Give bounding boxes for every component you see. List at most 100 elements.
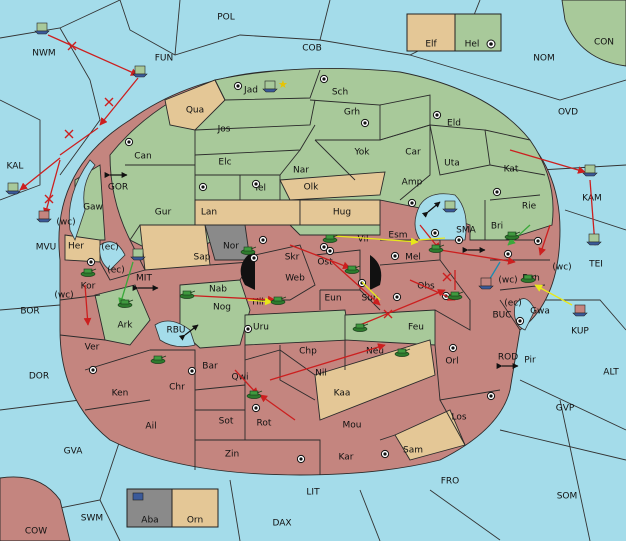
coast-label: (ec) [107,266,125,276]
coast-label: (wc) [552,263,571,273]
province-label-qua: Qua [186,106,204,116]
province-label-los: Los [451,413,466,423]
units [5,22,602,399]
province-label-neu: Neu [366,347,384,357]
army-unit-icon [117,299,134,308]
fleet-unit-icon [36,210,52,223]
army-unit-icon [240,246,257,255]
sea-label-fro: FRO [441,477,460,487]
army-unit-icon [504,231,521,240]
province-label-mel: Mel [405,253,421,263]
sea-label-rod: ROD [498,353,518,363]
order-arrow-red [47,34,139,76]
province-label-bri: Bri [491,222,503,232]
sea-label-swm: SWM [81,514,103,524]
coast-label: (ec) [101,243,119,253]
army-unit-icon [428,244,445,253]
province-label-nar: Nar [293,166,309,176]
province-label-tel: Tel [253,184,266,194]
province-label-ark: Ark [117,321,133,331]
mit-sea [99,241,126,271]
province-label-kar: Kar [339,453,354,463]
legend-aba: Aba [141,516,158,526]
order-arrow-yellow [534,284,573,306]
army-unit-icon [447,291,464,300]
sea-label-cob: COB [302,44,322,54]
province-label-sam: Sam [403,446,423,456]
coast-label: (wc) [498,276,517,286]
supply-centers [86,74,543,464]
sea-label-kal: KAL [7,162,24,172]
province-label-gaw: Gaw [83,203,103,213]
province-label-chr: Chr [169,383,185,393]
province-label-ken: Ken [112,389,129,399]
province-label-rot: Rot [257,419,272,429]
army-unit-icon [394,348,411,357]
army-unit-icon [270,296,287,305]
province-label-feu: Feu [408,323,424,333]
province-label-sma: SMA [456,226,476,236]
army-unit-icon [246,390,263,399]
province-label-pir: Pir [524,356,536,366]
sea-label-fun: FUN [155,54,174,64]
sea-label-ovd: OVD [558,108,578,118]
fleet-unit-icon [586,233,602,246]
order-arrow-yellow [247,297,273,306]
sea-label-gvp: GVP [556,404,575,414]
order-arrow-yellow [361,281,381,301]
province-label-ail: Ail [145,422,156,432]
fleet-unit-icon [132,65,148,78]
fleet-unit-icon [478,277,494,290]
legend-hel: Hel [465,40,480,50]
sea-label-nom: NOM [533,54,555,64]
order-arrow-red [359,289,446,326]
province-label-esm: Esm [388,231,407,241]
province-label-uru: Uru [253,323,269,333]
sea-label-cow: COW [25,527,47,537]
legend-orn: Orn [187,516,203,526]
order-arrow-red [509,149,586,174]
province-label-nor: Nor [223,242,239,252]
order-arrow-red [43,159,61,216]
sea-label-bor: BOR [20,307,39,317]
sea-label-pol: POL [217,13,235,23]
order-arrow-red [439,249,516,265]
legend-top: Elf Hel [406,13,502,52]
order-arrow-green [118,261,134,306]
province-label-kaa: Kaa [334,389,351,399]
order-arrow-red [259,394,296,421]
sea-label-kup: KUP [571,327,589,337]
army-unit-icon [344,265,361,274]
province-label-lan: Lan [201,208,217,218]
province-label-amp: Amp [402,178,423,188]
province-label-eun: Eun [324,294,341,304]
sea-label-alt: ALT [603,368,619,378]
fleet-unit-icon [130,248,146,261]
province-label-ver: Ver [85,343,100,353]
fleet-unit-icon [442,200,458,213]
order-arrow-green [507,224,531,246]
sea-label-mvu: MVU [36,243,57,253]
order-arrow-red [99,77,139,126]
province-label-nil: Nil [315,369,327,379]
sea-label-mit: MIT [136,274,152,284]
army-unit-icon [520,274,537,283]
fleet-unit-icon [34,22,50,35]
province-label-bar: Bar [202,362,218,372]
sea-label-buc: BUC [492,311,511,321]
order-arrows [19,34,599,421]
province-label-qwi: Qwi [232,373,249,383]
order-arrow-red [269,343,386,381]
fleet-unit-icon [582,164,598,177]
province-label-gur: Gur [155,208,172,218]
province-label-chp: Chp [299,347,317,357]
sea-label-lit: LIT [306,488,320,498]
province-label-can: Can [134,152,152,162]
province-label-ost: Ost [317,258,333,268]
province-label-her: Her [68,242,84,252]
order-arrow-red [409,279,456,301]
province-label-web: Web [285,274,305,284]
province-label-skr: Skr [285,253,300,263]
